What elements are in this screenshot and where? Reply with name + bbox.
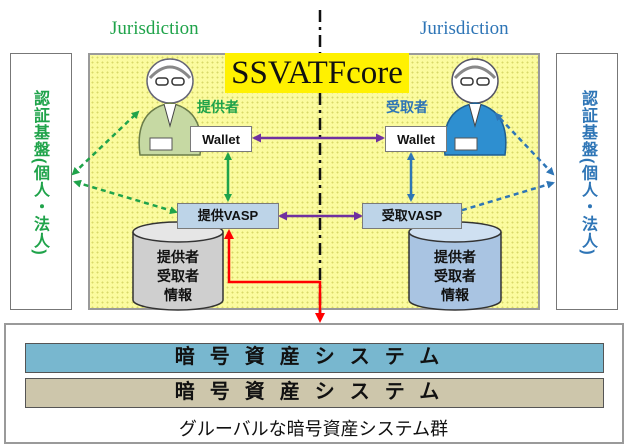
arrow-auth-left-to-sender — [71, 110, 140, 176]
receiver-wallet-box: Wallet — [385, 126, 447, 152]
jurisdiction-right-label: Jurisdiction — [420, 18, 509, 39]
arrow-auth-right-to-receiver — [494, 112, 555, 176]
crypto-system-band-1: 暗号資産システム — [25, 343, 604, 373]
arrow-auth-right-to-vasp — [454, 180, 555, 215]
auth-platform-right-label: 認証基盤(個人・法人) — [579, 90, 596, 256]
sender-database-label: 提供者 受取者 情報 — [157, 249, 199, 303]
sender-person-icon — [138, 58, 202, 156]
sender-vasp-box: 提供VASP — [177, 203, 279, 229]
crypto-system-band-2: 暗号資産システム — [25, 378, 604, 408]
receiver-label: 受取者 — [386, 99, 428, 115]
auth-platform-left: 認証基盤(個人・法人) — [10, 53, 72, 310]
receiver-database-label: 提供者 受取者 情報 — [434, 249, 476, 303]
core-title: SSVATFcore — [225, 53, 409, 93]
receiver-vasp-box: 受取VASP — [362, 203, 462, 229]
auth-platform-right: 認証基盤(個人・法人) — [556, 53, 618, 310]
jurisdiction-left-label: Jurisdiction — [110, 18, 199, 39]
receiver-person-icon — [443, 58, 507, 156]
arrow-vasp-to-systems — [224, 229, 325, 323]
sender-label: 提供者 — [197, 99, 239, 115]
sender-wallet-box: Wallet — [190, 126, 252, 152]
global-systems-caption: グルーバルな暗号資産システム群 — [178, 419, 449, 439]
auth-platform-left-label: 認証基盤(個人・法人) — [31, 90, 48, 256]
arrow-auth-left-to-vasp — [73, 179, 178, 215]
